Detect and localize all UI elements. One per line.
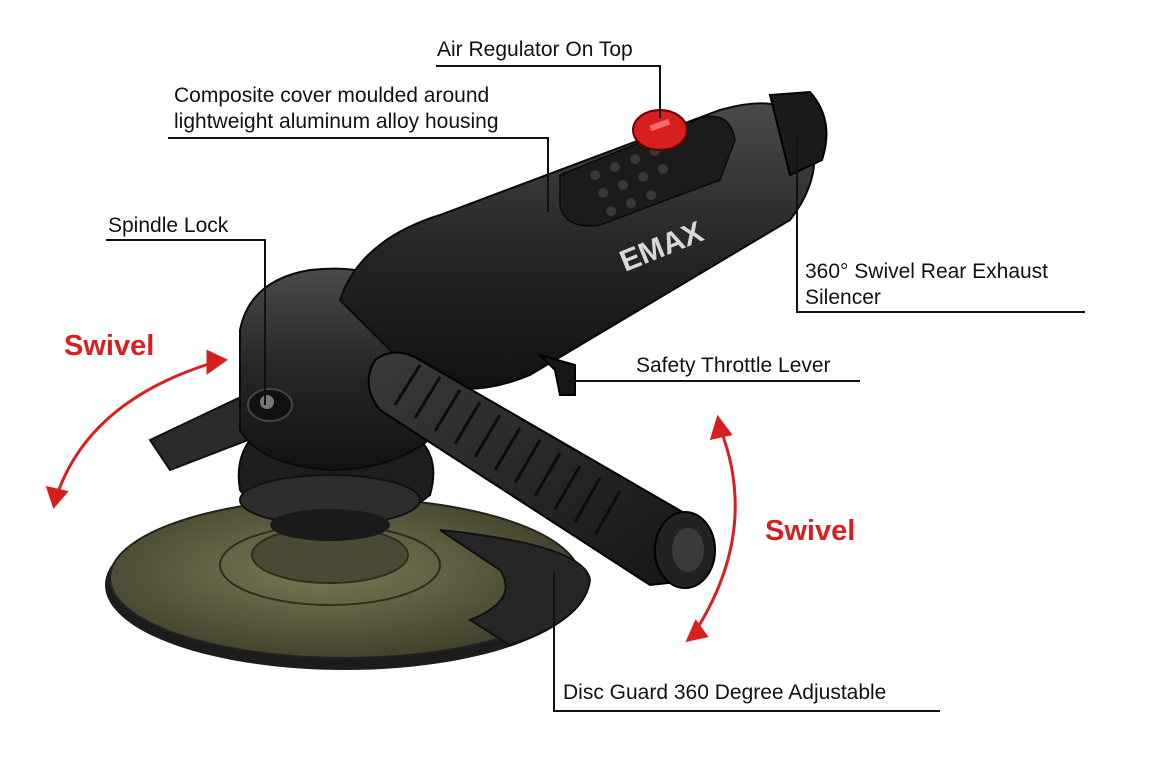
- label-throttle: Safety Throttle Lever: [636, 354, 831, 377]
- swivel-arrows: [45, 349, 737, 643]
- throttle-lever: [536, 352, 576, 396]
- callout-lines: [106, 65, 1085, 712]
- label-air-regulator: Air Regulator On Top: [437, 38, 633, 61]
- disc-guard: [439, 529, 592, 647]
- swivel-label-right: Swivel: [765, 515, 856, 547]
- label-composite-line2: lightweight aluminum alloy housing: [174, 110, 499, 133]
- swivel-label-left: Swivel: [64, 330, 155, 362]
- side-handle: [367, 351, 716, 589]
- label-exhaust-line2: Silencer: [805, 286, 881, 309]
- grinder-body: EMAX: [338, 90, 828, 396]
- label-composite-line1: Composite cover moulded around: [174, 84, 490, 107]
- label-disc-guard: Disc Guard 360 Degree Adjustable: [563, 681, 887, 704]
- label-exhaust-line1: 360° Swivel Rear Exhaust: [805, 260, 1049, 283]
- label-spindle-lock: Spindle Lock: [108, 214, 229, 237]
